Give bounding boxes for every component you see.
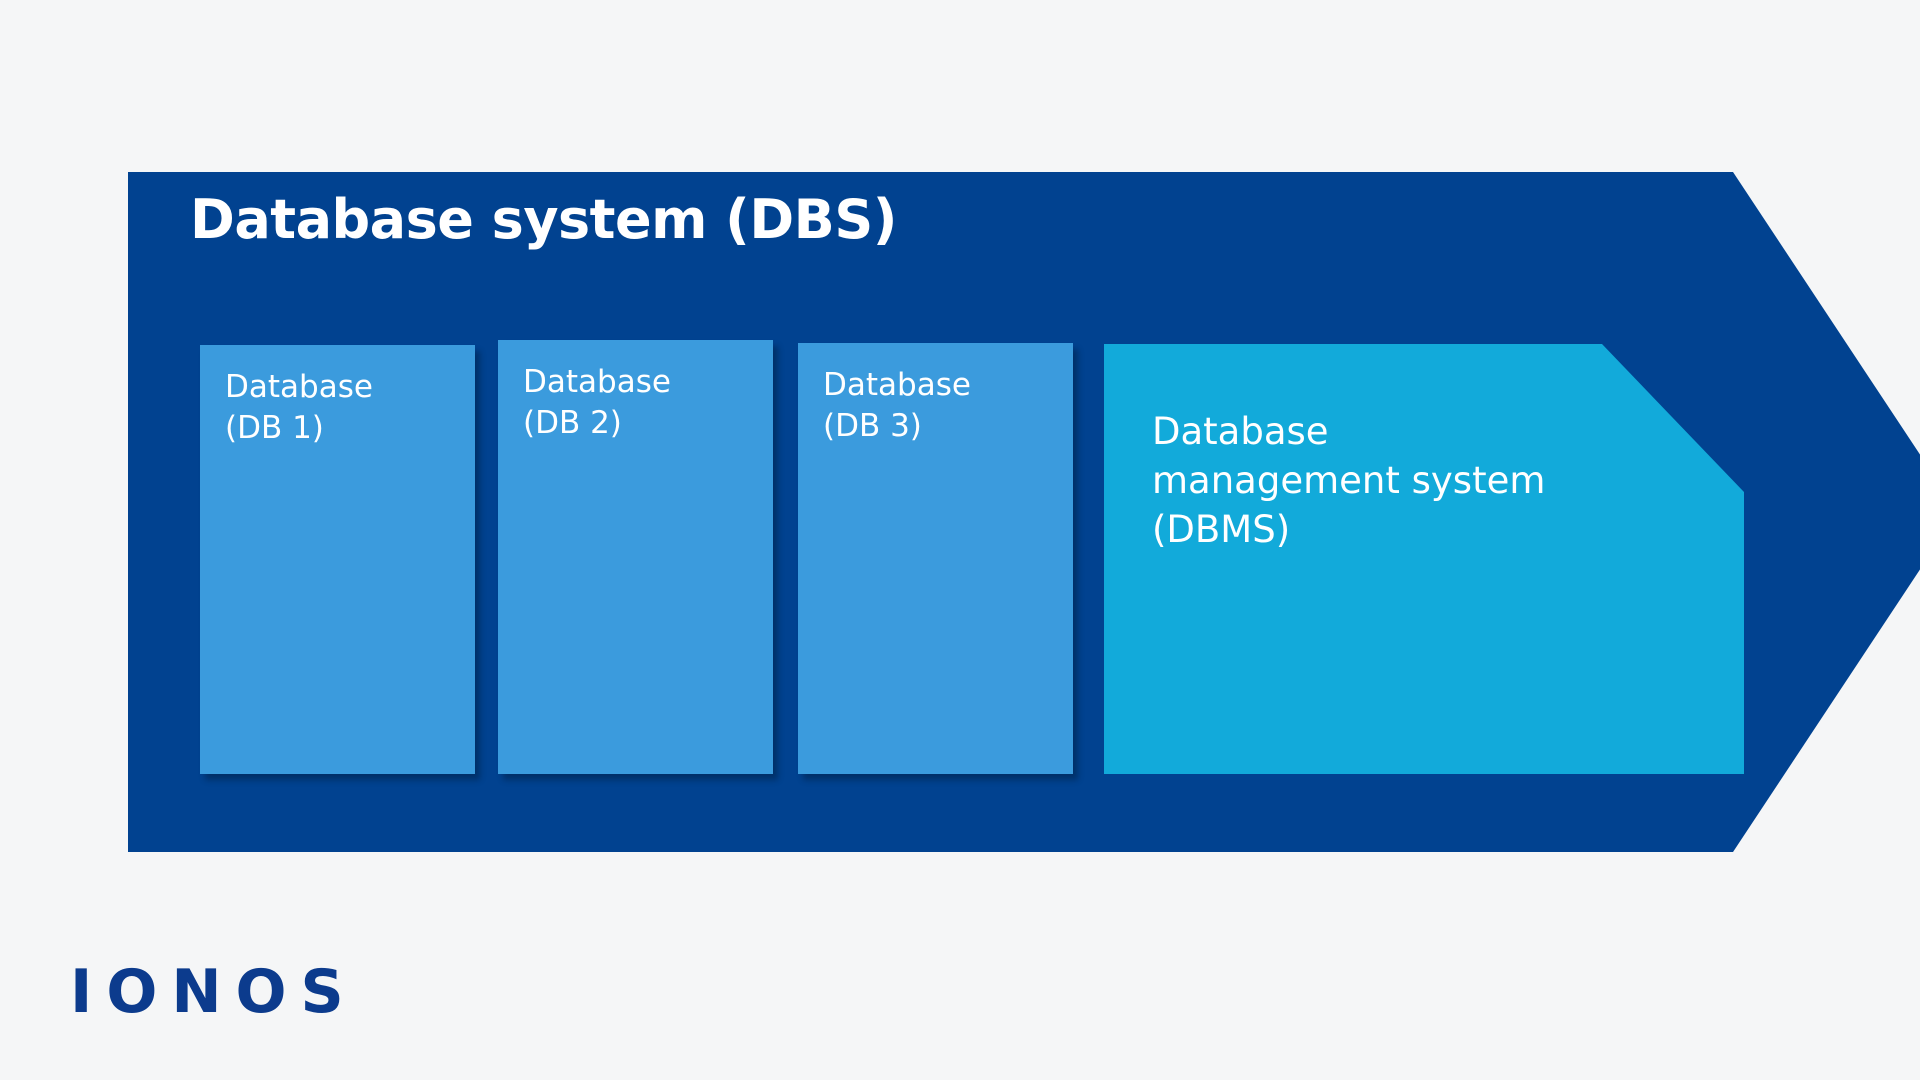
- database-3-label: Database (DB 3): [823, 367, 971, 444]
- database-2-label: Database (DB 2): [523, 364, 671, 441]
- database-1-label: Database (DB 1): [225, 369, 373, 446]
- dbms-arrow-shape: [1104, 344, 1744, 774]
- database-3-box: Database (DB 3): [798, 343, 1073, 774]
- dbms-label: Database management system (DBMS): [1152, 410, 1546, 551]
- ionos-logo: IONOS: [70, 957, 358, 1027]
- database-1-box: Database (DB 1): [200, 345, 475, 774]
- database-2-box: Database (DB 2): [498, 340, 773, 774]
- database-system-title: Database system (DBS): [190, 188, 897, 251]
